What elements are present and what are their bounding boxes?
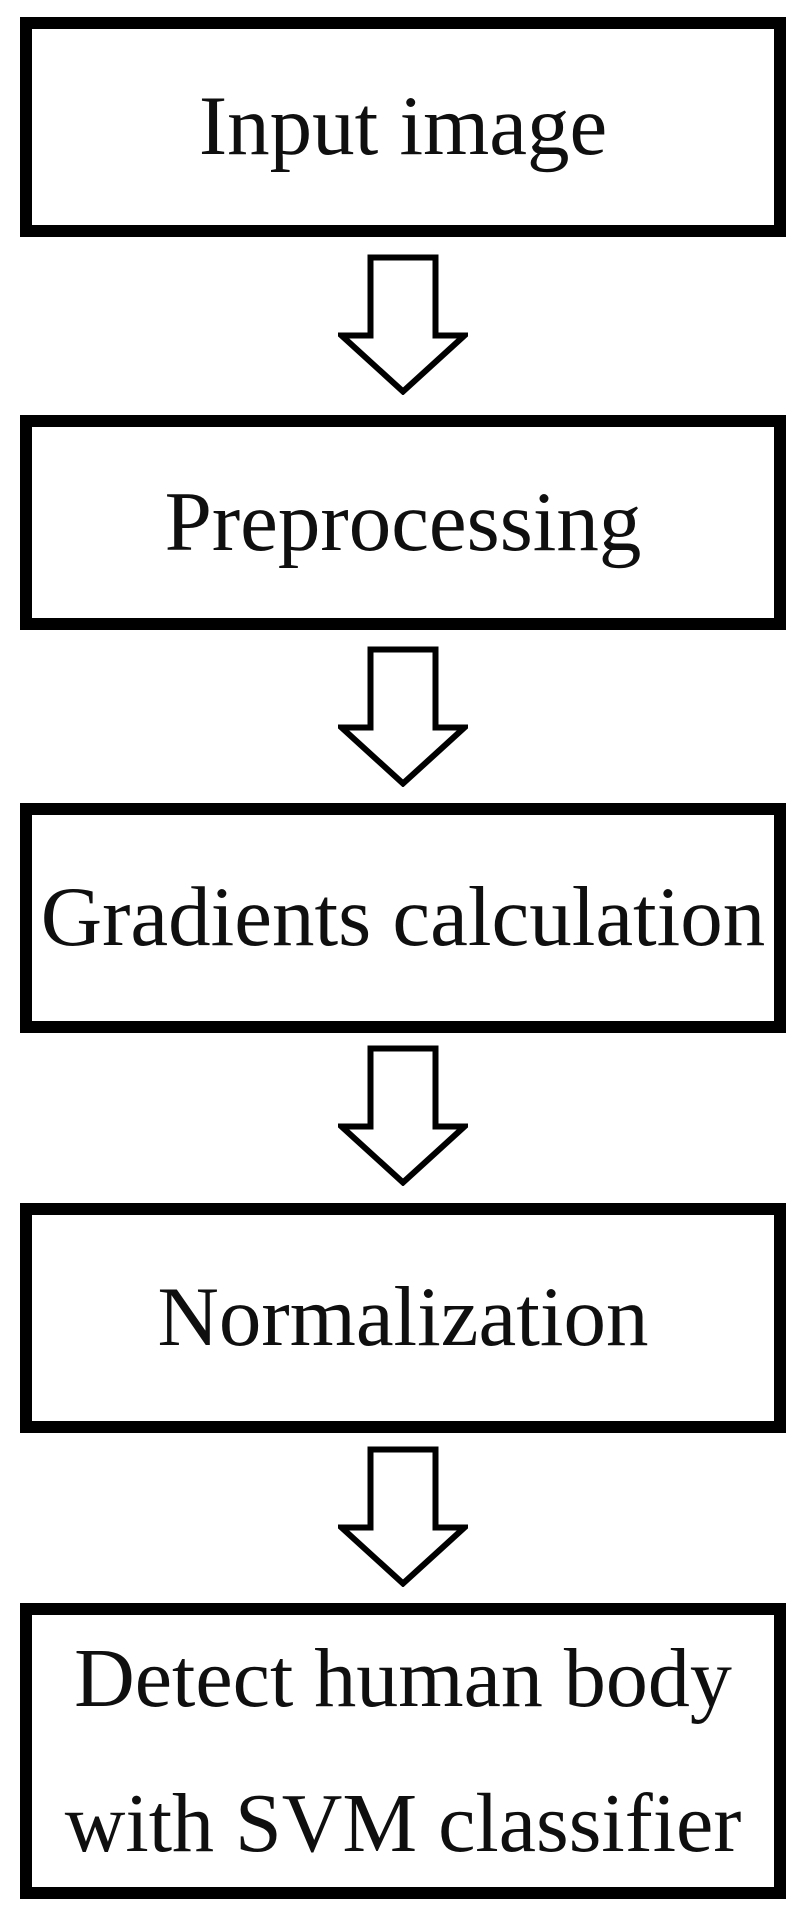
flow-step-detect-human-body-svm: Detect human body with SVM classifier [20,1603,786,1899]
flow-step-label: Normalization [157,1270,649,1365]
flow-step-gradients-calculation: Gradients calculation [20,803,786,1033]
flow-step-label: Input image [198,79,608,174]
flow-step-label: Preprocessing [164,474,642,569]
down-arrow-icon [338,254,468,395]
flow-step-input-image: Input image [20,17,786,237]
down-arrow-icon [338,646,468,787]
flow-step-normalization: Normalization [20,1203,786,1433]
flow-step-preprocessing: Preprocessing [20,415,786,630]
flow-step-label: Detect human body with SVM classifier [64,1631,742,1870]
flow-step-label: Gradients calculation [40,870,766,965]
down-arrow-icon [338,1045,468,1186]
down-arrow-icon [338,1446,468,1587]
